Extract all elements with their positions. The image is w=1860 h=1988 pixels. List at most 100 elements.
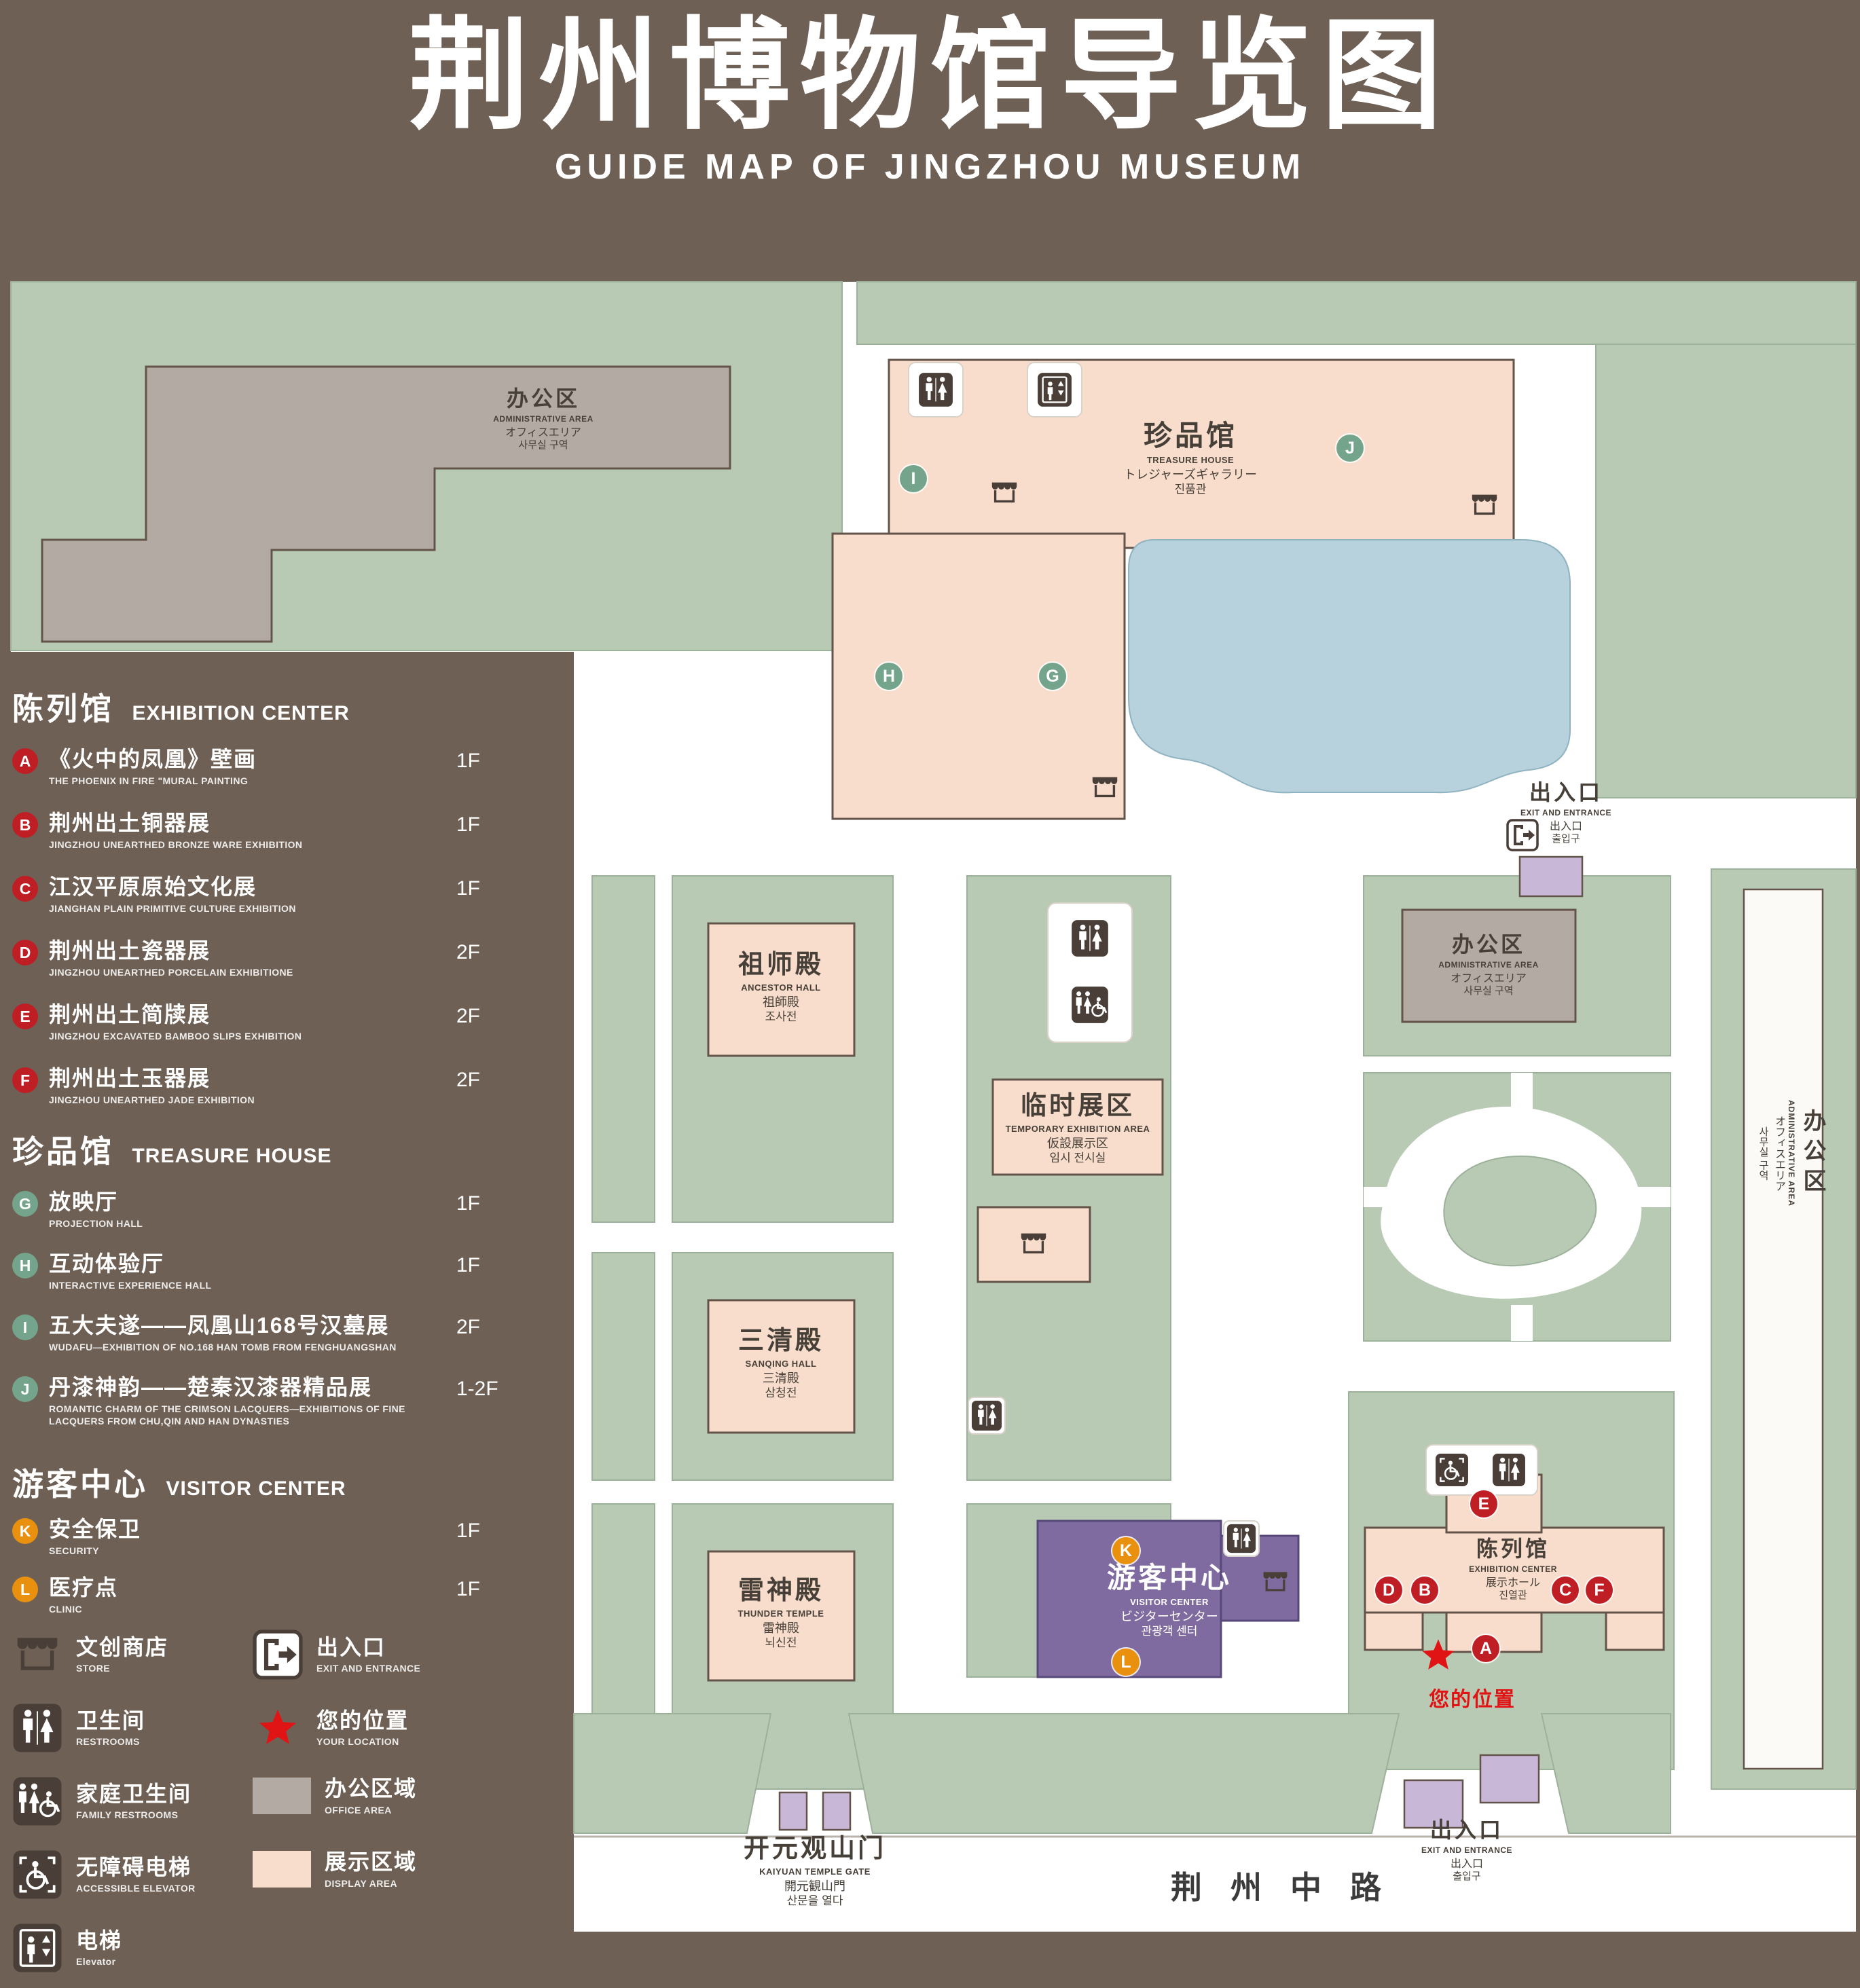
label-exit-right: 出入口 EXIT AND ENTRANCE 出入口 출입구: [1520, 780, 1612, 845]
legend-item-e[interactable]: E 荆州出土简牍展 JINGZHOU EXCAVATED BAMBOO SLIP…: [12, 1002, 516, 1042]
label-exhibition-center: 陈列馆 EXHIBITION CENTER 展示ホール 진열관: [1469, 1536, 1557, 1602]
legend-item-d[interactable]: D 荆州出土瓷器展 JINGZHOU UNEARTHED PORCELAIN E…: [12, 938, 516, 978]
accessible-elevator-icon: [12, 1849, 62, 1900]
legend-letter-i: I: [12, 1314, 38, 1340]
legend-section-visitor-center: 游客中心 VISITOR CENTER: [12, 1467, 346, 1502]
legend-symbol-elevator: 电梯 Elevator: [12, 1923, 250, 1973]
store-icon: [1469, 490, 1500, 521]
label-admin-top-left: 办公区 ADMINISTRATIVE AREA オフィスエリア 사무실 구역: [493, 386, 594, 452]
legend-letter-f: F: [12, 1067, 38, 1093]
building-store-small: [977, 1206, 1091, 1283]
marker-j[interactable]: J: [1336, 435, 1364, 462]
legend-item-k[interactable]: K 安全保卫 SECURITY 1F: [12, 1517, 516, 1557]
road-label: 荆州中路: [1171, 1870, 1410, 1905]
marker-i[interactable]: I: [900, 465, 927, 492]
building-entrance-bottom-1: [1403, 1779, 1464, 1829]
store-icon: [1260, 1567, 1290, 1597]
lawn-left-2: [591, 1252, 655, 1481]
legend-item-b[interactable]: B 荆州出土铜器展 JINGZHOU UNEARTHED BRONZE WARE…: [12, 811, 516, 851]
legend-letter-k: K: [12, 1518, 38, 1544]
family-restroom-icon: [1071, 986, 1109, 1024]
family-restroom-icon: [12, 1776, 62, 1826]
page-title: 荆州博物馆导览图: [408, 8, 1452, 143]
restroom-icon: [1071, 919, 1109, 957]
label-exit-bottom: 出入口 EXIT AND ENTRANCE 出入口 출입구: [1421, 1818, 1513, 1883]
legend-floor-a: 1F: [456, 750, 481, 772]
building-exhibition-east-wing: [1605, 1611, 1665, 1651]
legend-floor-d: 2F: [456, 941, 481, 963]
legend-item-a[interactable]: A 《火中的凤凰》壁画 THE PHOENIX IN FIRE "MURAL P…: [12, 747, 516, 787]
marker-c[interactable]: C: [1552, 1577, 1579, 1604]
legend-item-g[interactable]: G 放映厅 PROJECTION HALL 1F: [12, 1190, 516, 1230]
marker-f[interactable]: F: [1586, 1577, 1613, 1604]
legend-item-i[interactable]: I 五大夫遂——凤凰山168号汉墓展 WUDAFU—EXHIBITION OF …: [12, 1313, 516, 1353]
legend-letter-a: A: [12, 748, 38, 774]
building-sanqing-hall: [707, 1299, 856, 1434]
header: 荆州博物馆导览图 GUIDE MAP OF JINGZHOU MUSEUM: [0, 0, 1860, 187]
legend-floor-f: 2F: [456, 1069, 481, 1091]
legend-letter-h: H: [12, 1253, 38, 1278]
location-star-icon: [253, 1703, 303, 1753]
store-icon: [1089, 772, 1120, 803]
label-thunder-temple: 雷神殿 THUNDER TEMPLE 雷神殿 뇌신전: [737, 1577, 824, 1650]
location-star-icon: [1420, 1637, 1457, 1674]
marker-d[interactable]: D: [1375, 1577, 1402, 1604]
marker-e[interactable]: E: [1470, 1490, 1497, 1517]
legend-item-h[interactable]: H 互动体验厅 INTERACTIVE EXPERIENCE HALL 1F: [12, 1251, 516, 1291]
legend-letter-c: C: [12, 876, 38, 902]
building-thunder-temple: [707, 1550, 856, 1682]
marker-g[interactable]: G: [1039, 663, 1066, 690]
legend-symbol-restrooms: 卫生间 RESTROOMS: [12, 1703, 250, 1753]
lawn-left-1: [591, 875, 655, 1223]
building-admin-far-right: [1743, 888, 1824, 1770]
marker-b[interactable]: B: [1411, 1577, 1438, 1604]
legend-symbol-display-area: 展示区域 DISPLAY AREA: [253, 1849, 490, 1890]
gate-pillar-west: [778, 1791, 808, 1831]
building-ancestor-hall: [707, 922, 856, 1057]
marker-k[interactable]: K: [1112, 1537, 1139, 1564]
legend-symbol-office-area: 办公区域 OFFICE AREA: [253, 1776, 490, 1816]
legend-letter-e: E: [12, 1004, 38, 1029]
legend-floor-j: 1-2F: [456, 1378, 498, 1400]
legend-item-f[interactable]: F 荆州出土玉器展 JINGZHOU UNEARTHED JADE EXHIBI…: [12, 1066, 516, 1106]
office-area-swatch: [253, 1778, 311, 1815]
legend-floor-l: 1F: [456, 1578, 481, 1600]
lawn-bottom-2: [847, 1713, 1400, 1834]
legend-symbol-exit: 出入口 EXIT AND ENTRANCE: [253, 1630, 490, 1680]
legend-floor-c: 1F: [456, 877, 481, 900]
building-admin-top-left: [41, 365, 731, 643]
building-admin-right: [1401, 908, 1577, 1023]
marker-h[interactable]: H: [875, 663, 902, 690]
legend-section-exhibition-center: 陈列馆 EXHIBITION CENTER: [12, 691, 350, 726]
legend-item-j[interactable]: J 丹漆神韵——楚秦汉漆器精品展 ROMANTIC CHARM OF THE C…: [12, 1375, 516, 1427]
store-icon: [12, 1630, 62, 1680]
lawn-bottom-1: [573, 1713, 772, 1834]
marker-a[interactable]: A: [1472, 1635, 1499, 1662]
legend-symbol-store: 文创商店 STORE: [12, 1630, 250, 1680]
store-icon: [989, 477, 1020, 509]
label-admin-far-right: 办公区 ADMINISTRATIVE AREA オフィスエリア 사무실 구역: [1757, 1100, 1825, 1207]
label-visitor-center: 游客中心 VISITOR CENTER ビジターセンター 관광객 센터: [1106, 1562, 1233, 1638]
legend-item-c[interactable]: C 江汉平原原始文化展 JIANGHAN PLAIN PRIMITIVE CUL…: [12, 875, 516, 915]
legend-letter-d: D: [12, 940, 38, 965]
marker-l[interactable]: L: [1112, 1649, 1139, 1676]
pond: [1128, 539, 1571, 794]
legend-section-treasure-house: 珍品馆 TREASURE HOUSE: [12, 1134, 332, 1169]
label-temporary-exhibition: 临时展区 TEMPORARY EXHIBITION AREA 仮設展示区 임시 …: [1005, 1092, 1150, 1165]
legend-floor-g: 1F: [456, 1192, 481, 1215]
legend-item-l[interactable]: L 医疗点 CLINIC 1F: [12, 1575, 516, 1615]
garden-spur-w: [1364, 1187, 1395, 1207]
lawn-bottom-3: [1540, 1713, 1671, 1834]
legend-symbol-family-restrooms: 家庭卫生间 FAMILY RESTROOMS: [12, 1776, 250, 1826]
restroom-icon: [1226, 1524, 1256, 1553]
garden-spur-e: [1638, 1187, 1671, 1207]
label-treasure-house: 珍品馆 TREASURE HOUSE トレジャーズギャラリー 진품관: [1123, 420, 1258, 496]
label-sanqing-hall: 三清殿 SANQING HALL 三清殿 삼청전: [737, 1327, 824, 1400]
building-temporary-exhibition: [991, 1078, 1164, 1176]
display-area-swatch: [253, 1851, 311, 1888]
building-treasure-house: [888, 358, 1515, 549]
legend-floor-b: 1F: [456, 813, 481, 836]
page-subtitle: GUIDE MAP OF JINGZHOU MUSEUM: [554, 147, 1306, 187]
